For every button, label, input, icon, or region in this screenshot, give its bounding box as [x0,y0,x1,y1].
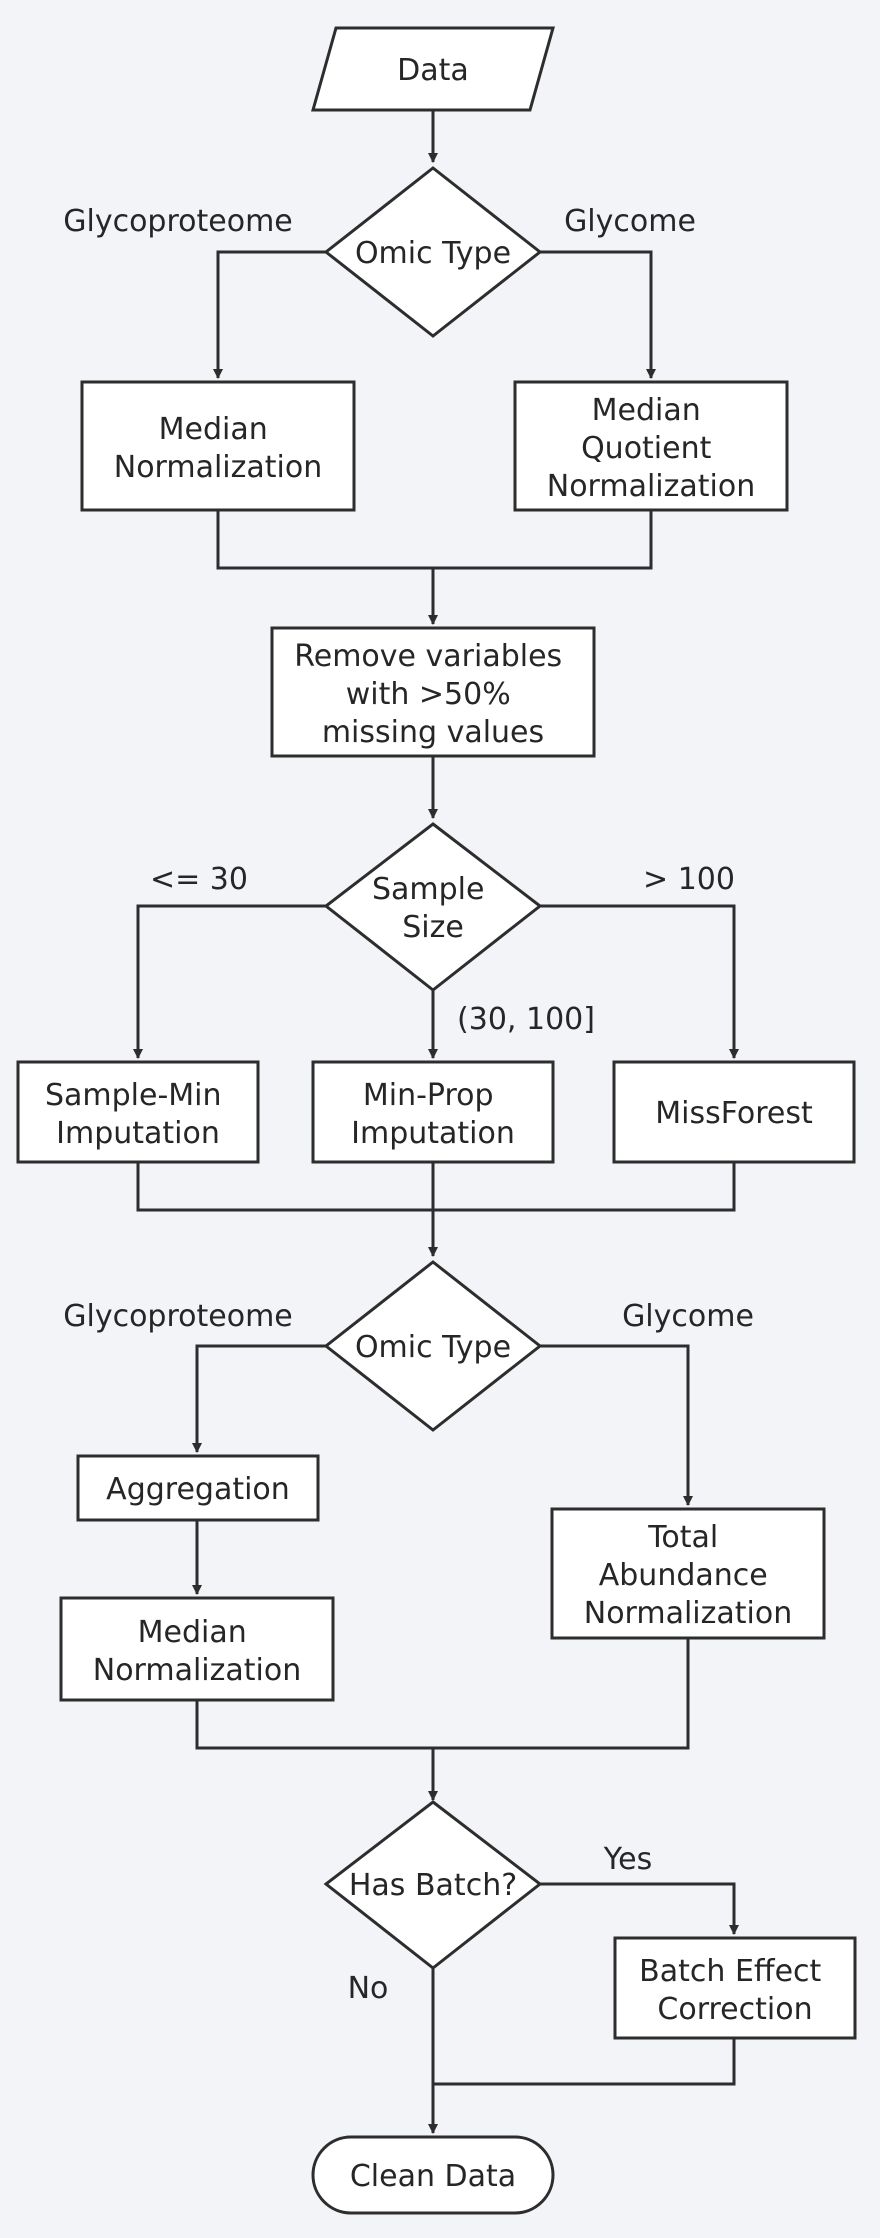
label-glycoproteome-1: Glycoproteome [63,204,293,239]
node-median-normalization-1-line2: Normalization [114,450,322,485]
label-gt-100: > 100 [643,862,735,897]
node-tan-line1: Total [647,1520,718,1555]
node-aggregation: Aggregation [76,1454,320,1522]
svg-text:Remove variables with >5: Remove variables with >50% missing value… [294,639,571,750]
node-omic-type-1-label: Omic Type [355,236,511,271]
svg-text:Min-Prop Imputation: Min-Prop Imputation [351,1078,515,1151]
edge-has-batch-yes [540,1882,739,1935]
node-has-batch: Has Batch? [323,1800,543,1970]
node-has-batch-label: Has Batch? [349,1868,517,1903]
node-sample-min-line1: Sample-Min [45,1078,222,1113]
svg-text:Sample-Min Imputation: Sample-Min Imputation [45,1078,231,1151]
edge-median-norm-merge [216,510,653,570]
node-median-quotient-normalization: Median Quotient Normalization [513,380,789,512]
node-batch-correction-line2: Correction [657,1992,812,2027]
node-remove-missing-line2: with >50% [346,677,511,712]
node-batch-effect-correction: Batch Effect Correction [613,1936,857,2040]
edge-median-norm2-merge [195,1700,433,1750]
label-le-30: <= 30 [150,862,248,897]
node-sample-size-line2: Size [402,910,464,945]
node-min-prop-line1: Min-Prop [363,1078,494,1113]
svg-text:Median Quotient No: Median Quotient Normalization [547,393,755,504]
node-clean-data: Clean Data [311,2135,555,2215]
node-mqn-line1: Median [592,393,701,428]
node-clean-data-label: Clean Data [350,2159,516,2194]
label-range-30-100: (30, 100] [457,1002,595,1037]
edge-batch-correction-merge [433,2038,736,2086]
label-yes: Yes [603,1842,652,1877]
edge-sample-size-to-missforest [540,904,739,1059]
node-missforest-label: MissForest [655,1096,813,1131]
node-data-label: Data [397,53,469,88]
node-total-abundance-normalization: Total Abundance Normalization [550,1507,826,1640]
node-mqn-line3: Normalization [547,469,755,504]
node-median-normalization-2-line1: Median [138,1615,247,1650]
node-tan-line3: Normalization [584,1596,792,1631]
node-median-normalization-1-line1: Median [159,412,268,447]
label-glycoproteome-2: Glycoproteome [63,1299,293,1334]
edges [133,110,739,2134]
node-aggregation-label: Aggregation [106,1472,290,1507]
edge-labels: Glycoproteome Glycome <= 30 > 100 (30, 1… [63,204,754,2006]
node-sample-min-line2: Imputation [56,1116,220,1151]
edge-omic-to-mqn [540,250,656,379]
svg-text:Total Abundance No: Total Abundance Normalization [584,1520,792,1631]
node-omic-type-1: Omic Type [323,166,543,338]
edge-omic-to-median-norm [213,250,326,379]
node-omic-type-2: Omic Type [323,1260,543,1432]
label-glycome-1: Glycome [564,204,696,239]
label-no: No [348,1971,389,2006]
edge-omic2-to-aggregation [192,1344,326,1453]
svg-text:Batch Effect Correction: Batch Effect Correction [639,1954,831,2027]
node-sample-min-imputation: Sample-Min Imputation [16,1060,260,1164]
node-data: Data [311,26,555,112]
node-mqn-line2: Quotient [581,431,712,466]
node-sample-size: Sample Size [323,822,543,992]
edge-tan-merge [433,1638,690,1750]
node-remove-missing: Remove variables with >50% missing value… [270,626,596,758]
node-median-normalization-2-line2: Normalization [93,1653,301,1688]
node-min-prop-imputation: Min-Prop Imputation [311,1060,555,1164]
svg-text:Sample Size: Sample Size [372,872,494,945]
node-median-normalization-1: Median Normalization [80,380,356,512]
node-remove-missing-line3: missing values [322,715,544,750]
node-remove-missing-line1: Remove variables [294,639,562,674]
node-sample-size-line1: Sample [372,872,485,907]
edge-omic2-to-tan [540,1344,693,1506]
svg-text:Median Normalization: Median Normalization [93,1615,301,1688]
node-missforest: MissForest [612,1060,856,1164]
svg-text:Median Normalization: Median Normalization [114,412,322,485]
edge-sample-size-to-sample-min [133,904,326,1059]
node-median-normalization-2: Median Normalization [59,1596,335,1702]
node-min-prop-line2: Imputation [351,1116,515,1151]
node-tan-line2: Abundance [599,1558,768,1593]
node-omic-type-2-label: Omic Type [355,1330,511,1365]
label-glycome-2: Glycome [622,1299,754,1334]
node-batch-correction-line1: Batch Effect [639,1954,821,1989]
edge-imputation-merge [136,1162,736,1212]
